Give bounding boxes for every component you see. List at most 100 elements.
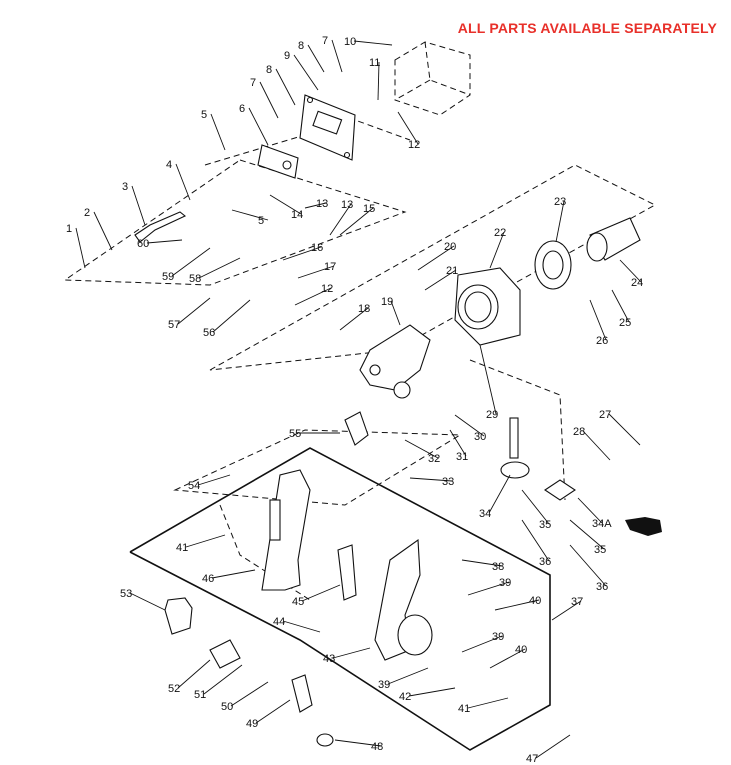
callout-label: 32 xyxy=(428,453,440,465)
callout-label: 8 xyxy=(266,64,272,76)
leader-line xyxy=(619,259,642,283)
leader-line xyxy=(275,68,296,106)
callout-label: 8 xyxy=(298,40,304,52)
callout-label: 39 xyxy=(378,679,390,691)
callout-label: 28 xyxy=(573,426,585,438)
callout-label: 43 xyxy=(323,653,335,665)
leader-line xyxy=(282,620,321,633)
callout-label: 3 xyxy=(122,181,128,193)
assembly-boundary-upper-left xyxy=(63,159,407,286)
leader-line xyxy=(417,245,455,271)
leader-line xyxy=(197,474,231,486)
motor-block xyxy=(394,41,471,116)
leader-line xyxy=(555,200,565,243)
leader-line xyxy=(551,600,582,621)
rubber-boot xyxy=(344,411,369,446)
callout-label: 22 xyxy=(494,227,506,239)
callout-label: 45 xyxy=(292,596,304,608)
leader-line xyxy=(521,519,550,562)
callout-label: 12 xyxy=(408,139,420,151)
leader-line xyxy=(535,734,571,759)
leader-line xyxy=(75,227,86,269)
callout-label: 16 xyxy=(311,242,323,254)
leader-line xyxy=(297,265,335,279)
callout-label: 42 xyxy=(399,691,411,703)
leader-line xyxy=(467,697,509,709)
leader-line xyxy=(332,647,371,659)
callout-label: 1 xyxy=(66,223,72,235)
leader-line xyxy=(397,111,419,145)
callout-label: 11 xyxy=(369,57,380,69)
callout-label: 53 xyxy=(120,588,132,600)
small-bracket xyxy=(164,597,193,635)
callout-label: 7 xyxy=(322,35,328,47)
callout-label: 41 xyxy=(458,703,470,715)
leader-line xyxy=(387,667,429,685)
leader-line xyxy=(248,107,269,146)
leader-line xyxy=(409,477,453,482)
leader-line xyxy=(449,429,467,457)
leader-line xyxy=(424,269,457,291)
callout-label: 46 xyxy=(202,573,214,585)
leader-line xyxy=(390,300,401,326)
callout-label: 30 xyxy=(474,431,486,443)
callout-label: 58 xyxy=(189,273,201,285)
leader-line xyxy=(282,246,322,261)
callout-label: 50 xyxy=(221,701,233,713)
leader-line xyxy=(301,584,341,602)
leader-line xyxy=(577,497,603,524)
clip-assembly xyxy=(209,639,241,669)
leader-line xyxy=(210,113,226,151)
leader-line xyxy=(582,430,611,461)
callout-label: 57 xyxy=(168,319,180,331)
leader-line xyxy=(131,185,146,226)
leader-line xyxy=(203,664,243,695)
drive-collar xyxy=(586,217,641,262)
callout-label: 10 xyxy=(344,36,356,48)
leader-line xyxy=(521,489,550,525)
callout-label: 19 xyxy=(381,296,393,308)
leader-line xyxy=(353,40,393,46)
bracket xyxy=(257,144,299,179)
pointing-hand-icon xyxy=(625,517,662,536)
leader-line xyxy=(488,474,511,514)
assembly-boundary-middle xyxy=(209,164,657,371)
leader-line xyxy=(211,569,256,579)
callout-label: 29 xyxy=(486,409,498,421)
leader-line xyxy=(307,44,325,73)
callout-label: 23 xyxy=(554,196,566,208)
leader-line xyxy=(339,307,369,331)
leader-line xyxy=(454,414,485,437)
callout-label: 7 xyxy=(250,77,256,89)
callout-label: 25 xyxy=(619,317,631,329)
leader-line xyxy=(304,202,327,209)
callout-label: 17 xyxy=(324,261,336,273)
leader-line xyxy=(377,61,380,101)
callout-label: 36 xyxy=(539,556,551,568)
assembly-boundary-top xyxy=(204,119,411,166)
callout-label: 39 xyxy=(492,631,504,643)
callout-label: 37 xyxy=(571,596,583,608)
leader-line xyxy=(461,559,503,567)
callout-label: 34 xyxy=(479,508,491,520)
assembly-boundary-lower xyxy=(173,429,462,506)
leader-line xyxy=(175,163,191,201)
callout-label: 39 xyxy=(499,577,511,589)
callout-label: 27 xyxy=(599,409,611,421)
callout-label: 48 xyxy=(371,741,383,753)
leader-line xyxy=(569,519,605,550)
leader-line xyxy=(269,194,302,215)
leader-line xyxy=(177,297,211,325)
callout-label: 14 xyxy=(291,209,303,221)
callout-label: 36 xyxy=(596,581,608,593)
callout-label: 54 xyxy=(188,480,200,492)
callout-label: 4 xyxy=(166,159,172,171)
banner-title: ALL PARTS AVAILABLE SEPARATELY xyxy=(457,20,717,36)
leader-line xyxy=(230,681,269,707)
callout-label: 21 xyxy=(446,265,458,277)
callout-label: 51 xyxy=(194,689,206,701)
callout-label: 18 xyxy=(358,303,370,315)
leader-line xyxy=(589,299,607,341)
